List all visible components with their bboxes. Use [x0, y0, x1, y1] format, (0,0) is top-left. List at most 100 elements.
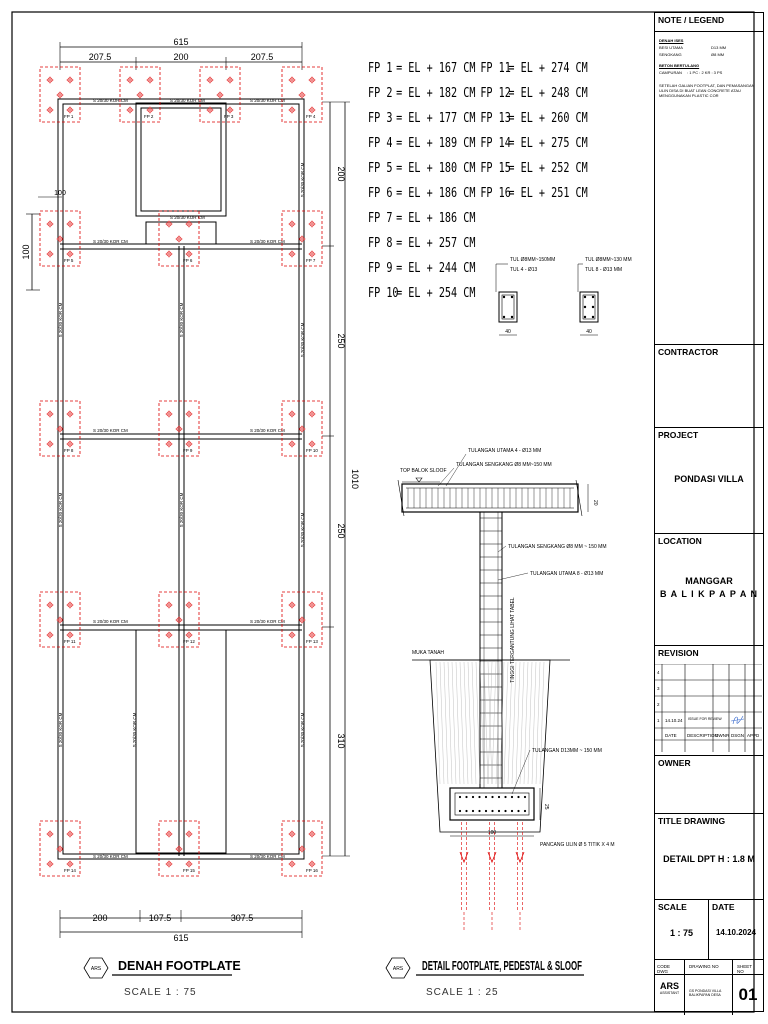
note-item-1-label: BESI UTAMA — [659, 45, 683, 50]
owner-label: OWNER — [658, 758, 691, 768]
svg-text:S 20/30 KOR CM: S 20/30 KOR CM — [58, 712, 63, 747]
fp-elevation-label: FP 5 — [368, 161, 393, 176]
svg-text:S 20/30 KOR CM: S 20/30 KOR CM — [250, 854, 285, 859]
footplate-marker: FP 3 — [199, 66, 241, 123]
fp-elevation-value: = EL + 189 CM — [396, 136, 476, 151]
note-item-2-label: SENGKANG — [659, 52, 682, 57]
footplate-detail: TOP BALOK SLOOF TULANGAN UTAMA 4 - Ø13 M… — [385, 448, 615, 998]
fp-elevation-row: FP 4= EL + 189 CM — [368, 131, 475, 156]
fp-elevation-label: FP 10 — [368, 286, 399, 301]
svg-text:S 20/30 KOR CM: S 20/30 KOR CM — [300, 162, 305, 197]
fp-elevation-row: FP 12= EL + 248 CM — [480, 81, 587, 106]
detail-top-balok: TOP BALOK SLOOF — [400, 468, 447, 474]
detail-tul-utama-ped: TULANGAN UTAMA 8 - Ø13 MM — [530, 571, 603, 577]
revision-label: REVISION — [658, 648, 699, 658]
fp-elevation-row: FP 5= EL + 180 CM — [368, 156, 475, 181]
detail-elev-note: TINGGI TERGANTUNG LIHAT TABEL — [510, 597, 516, 683]
fp-elevation-row: FP 2= EL + 182 CM — [368, 81, 475, 106]
dim-right-1: 200 — [336, 166, 346, 181]
fp-elevation-value: = EL + 167 CM — [396, 61, 476, 76]
sheet-no-label: SHEET NO — [737, 964, 752, 974]
date-value: 14.10.2024 — [715, 928, 757, 937]
footplate-marker: FP 4 — [281, 66, 323, 123]
sheet-no-value: 01 — [738, 985, 758, 1004]
plan-title: DENAH FOOTPLATE — [118, 959, 241, 973]
detail-tul-utama-top: TULANGAN UTAMA 4 - Ø13 MM — [468, 448, 541, 454]
footplate-label: FP 15 — [183, 868, 195, 873]
rev-header-date: DATE — [665, 733, 677, 738]
svg-text:S 20/30 KOR CM: S 20/30 KOR CM — [93, 619, 128, 624]
rev-header-ownr: OWNR — [715, 733, 730, 738]
svg-text:S 20/30 KOR CM: S 20/30 KOR CM — [300, 322, 305, 357]
svg-text:S 20/30 KOR CM: S 20/30 KOR CM — [58, 302, 63, 337]
fp-elevation-row: FP 14= EL + 275 CM — [480, 131, 587, 156]
fp-elevation-value: = EL + 275 CM — [508, 136, 588, 151]
detail-scale: SCALE 1 : 25 — [426, 987, 499, 998]
fp-elevation-row: FP 13= EL + 260 CM — [480, 106, 587, 131]
fp-elevation-value: = EL + 186 CM — [396, 186, 476, 201]
detail-tul-sengkang-ped: TULANGAN SENGKANG Ø8 MM ~ 150 MM — [508, 544, 607, 550]
dim-right-3: 250 — [336, 523, 346, 538]
project-value: PONDASI VILLA — [674, 474, 744, 484]
fp-elevation-value: = EL + 248 CM — [508, 86, 588, 101]
scale-value: 1 : 75 — [669, 928, 693, 938]
footplate-label: FP 10 — [306, 448, 318, 453]
svg-text:S 20/30 KOR CM: S 20/30 KOR CM — [132, 712, 137, 747]
fp-elevation-label: FP 9 — [368, 261, 393, 276]
section-a-line2: TUL 4 - Ø13 — [510, 267, 538, 273]
fp-elevation-value: = EL + 260 CM — [508, 111, 588, 126]
fp-elevation-row: FP 11= EL + 274 CM — [480, 56, 587, 81]
fp-elevation-row: FP 9= EL + 244 CM — [368, 256, 475, 281]
footplate-label: FP 1 — [64, 114, 74, 119]
footplate-label: FP 2 — [144, 114, 154, 119]
fp-elevation-label: FP 6 — [368, 186, 393, 201]
fp-elevation-row: FP 15= EL + 252 CM — [480, 156, 587, 181]
drawing-no-label: DRAWING NO — [685, 960, 733, 974]
detail-dim-sloof: 20 — [592, 500, 598, 506]
fp-elevation-row: FP 16= EL + 251 CM — [480, 181, 587, 206]
fp-elevation-value: = EL + 186 CM — [396, 211, 476, 226]
footplate-marker: FP 10 — [281, 400, 323, 457]
dim-top-1: 207.5 — [89, 52, 112, 62]
fp-elevation-row: FP 6= EL + 186 CM — [368, 181, 475, 206]
section-a-dim: 40 — [505, 329, 511, 335]
svg-text:S 20/30 KOR CM: S 20/30 KOR CM — [250, 619, 285, 624]
fp-elevation-row: FP 10= EL + 254 CM — [368, 281, 475, 306]
dim-right-2: 250 — [336, 333, 346, 348]
footplate-label: FP 8 — [64, 448, 74, 453]
footplate-marker: FP 5 — [39, 210, 81, 267]
svg-text:S 20/30 KOR CM: S 20/30 KOR CM — [93, 239, 128, 244]
note-mix-value: : 1 PC : 2 KR : 3 PS — [687, 70, 723, 75]
fp-elevation-value: = EL + 180 CM — [396, 161, 476, 176]
footplate-marker: FP 6 — [158, 210, 200, 267]
detail-dim-base: 25 — [543, 804, 549, 810]
date-label: DATE — [712, 902, 735, 912]
fp-elevation-value: = EL + 244 CM — [396, 261, 476, 276]
dim-top-3: 207.5 — [251, 52, 274, 62]
fp-elevation-label: FP 14 — [480, 136, 511, 151]
svg-text:S 20/30 KOR CM: S 20/30 KOR CM — [300, 512, 305, 547]
note-item-2-value: Ø8 MM — [711, 52, 725, 57]
section-b-line2: TUL 8 - Ø13 MM — [585, 267, 622, 273]
dim-bottom-3: 307.5 — [231, 913, 254, 923]
svg-text:S 20/30 KOR CM: S 20/30 KOR CM — [250, 98, 285, 103]
svg-text:S 20/30 KOR CM: S 20/30 KOR CM — [170, 215, 205, 220]
rev-row-1: 1 — [657, 718, 660, 723]
section-a-line1: TUL Ø8MM~150MM — [510, 257, 555, 263]
detail-dim-width: 100 — [488, 830, 497, 836]
beam-sections: TUL Ø8MM~150MM TUL 4 - Ø13 40 TUL Ø8MM~1… — [495, 257, 632, 336]
plan-badge — [83, 957, 109, 979]
dim-bottom-2: 107.5 — [149, 913, 172, 923]
fp-elevation-value: = EL + 254 CM — [396, 286, 476, 301]
sheet-border — [11, 11, 755, 1013]
footplate-marker: FP 11 — [39, 591, 81, 648]
location-line1: MANGGAR — [685, 576, 733, 586]
note-text: SETELAH GALIAN FOOTPLAT, DAN PEMASANGAN … — [659, 83, 755, 98]
note-sub2: BETON BERTULANG — [659, 63, 700, 68]
detail-tul-base: TULANGAN D13MM ~ 150 MM — [532, 748, 602, 754]
detail-badge-text: ARS — [393, 966, 404, 972]
signature-mark — [730, 715, 745, 725]
detail-tul-sengkang-top: TULANGAN SENGKANG Ø8 MM~150 MM — [456, 462, 552, 468]
code-label: CODE DWG — [655, 960, 685, 974]
